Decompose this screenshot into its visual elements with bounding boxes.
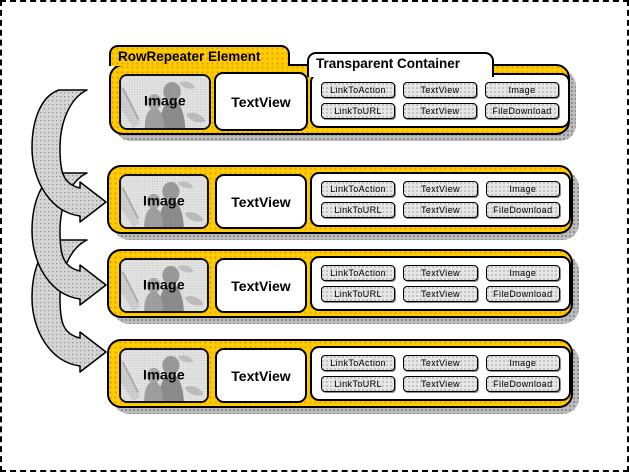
image-thumbnail: Image [119, 348, 209, 403]
rowrepeater-row-3: Image TextView LinkToAction TextView Ima… [107, 249, 579, 324]
image-button: Image [485, 82, 559, 98]
textview-label: TextView [231, 367, 291, 384]
loop-arrow-icon-1 [31, 89, 107, 223]
textview-button: TextView [403, 103, 477, 119]
textview-button: TextView [403, 376, 478, 392]
image-label: Image [143, 192, 185, 209]
textview-box: TextView [215, 258, 307, 313]
image-label: Image [144, 92, 186, 109]
rowrepeater-row-2: Image TextView LinkToAction TextView Ima… [107, 165, 579, 240]
textview-box: TextView [214, 72, 308, 131]
textview-label: TextView [231, 93, 291, 110]
image-thumbnail: Image [119, 74, 211, 130]
textview-label: TextView [231, 277, 291, 294]
transparent-container-tab: Transparent Container [307, 52, 494, 77]
rowrepeater-tab-label: RowRepeater Element [118, 49, 261, 64]
textview-button: TextView [403, 181, 478, 197]
textview-label: TextView [231, 193, 291, 210]
file-download-button: FileDownload [485, 286, 560, 302]
image-thumbnail: Image [119, 174, 209, 229]
textview-box: TextView [215, 174, 307, 229]
image-button: Image [485, 355, 560, 371]
transparent-container-panel: LinkToAction TextView Image LinkToURL Te… [310, 346, 571, 401]
file-download-button: FileDownload [485, 202, 560, 218]
link-to-url-button: LinkToURL [321, 376, 396, 392]
transparent-container-panel: LinkToAction TextView Image LinkToURL Te… [310, 172, 571, 227]
textview-button: TextView [403, 202, 478, 218]
textview-box: TextView [215, 348, 307, 403]
link-to-action-button: LinkToAction [321, 82, 395, 98]
link-to-action-button: LinkToAction [321, 181, 396, 197]
link-to-url-button: LinkToURL [321, 202, 396, 218]
file-download-button: FileDownload [485, 103, 559, 119]
transparent-container-tab-label: Transparent Container [316, 56, 461, 71]
image-button: Image [485, 265, 560, 281]
loop-arrows [31, 89, 107, 373]
image-thumbnail: Image [119, 258, 209, 313]
textview-button: TextView [403, 265, 478, 281]
image-label: Image [143, 366, 185, 383]
textview-button: TextView [403, 286, 478, 302]
link-to-action-button: LinkToAction [321, 265, 396, 281]
link-to-url-button: LinkToURL [321, 103, 395, 119]
image-button: Image [485, 181, 560, 197]
image-label: Image [143, 276, 185, 293]
link-to-action-button: LinkToAction [321, 355, 396, 371]
transparent-container-panel: LinkToAction TextView Image LinkToURL Te… [310, 73, 570, 128]
transparent-container-panel: LinkToAction TextView Image LinkToURL Te… [310, 256, 571, 311]
rowrepeater-tab: RowRepeater Element [109, 45, 290, 66]
textview-button: TextView [403, 82, 477, 98]
file-download-button: FileDownload [485, 376, 560, 392]
rowrepeater-row-4: Image TextView LinkToAction TextView Ima… [107, 339, 579, 414]
loop-arrow-icon-2 [31, 172, 107, 306]
rowrepeater-row-1: RowRepeater Element Transparent Containe… [109, 45, 576, 141]
link-to-url-button: LinkToURL [321, 286, 396, 302]
textview-button: TextView [403, 355, 478, 371]
